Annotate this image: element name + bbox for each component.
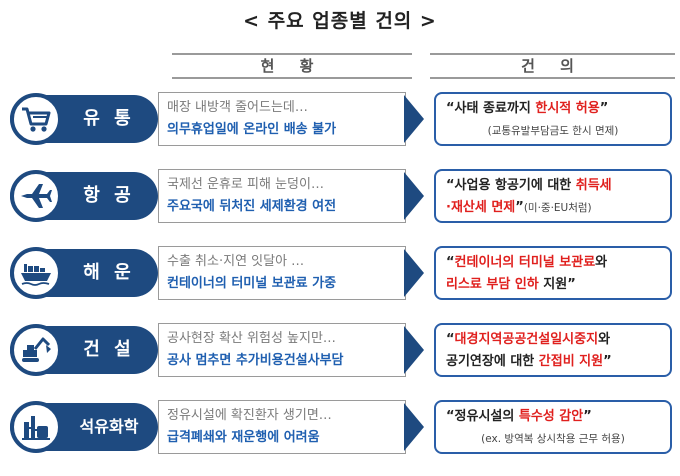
sugg-text: 공기연장에 대한 (446, 354, 539, 369)
sugg-text: “사태 종료까지 (446, 101, 536, 116)
sugg-note: (미·중·EU처럼) (523, 202, 592, 214)
refinery-icon (10, 401, 62, 453)
arrow-icon (404, 403, 424, 451)
sugg-note: (ex. 방역복 상시착용 근무 허용) (481, 433, 625, 445)
suggestion-line-2: (ex. 방역복 상시착용 근무 허용) (446, 428, 666, 450)
sugg-text: 와 (595, 255, 608, 270)
sector-badge: 해 운 (10, 247, 158, 299)
sugg-text: 지원” (538, 277, 576, 292)
shopping-cart-icon (10, 93, 62, 145)
suggestion-line-1: “사태 종료까지 한시적 허용” (446, 98, 666, 120)
suggestion-box: “사업용 항공기에 대한 취득세 ·재산세 면제”(미·중·EU처럼) (434, 169, 672, 223)
suggestion-line-1: “컨테이너의 터미널 보관료와 (446, 252, 666, 274)
airplane-icon (10, 170, 62, 222)
suggestion-box: “컨테이너의 터미널 보관료와 리스료 부담 인하 지원” (434, 246, 672, 300)
sector-badge: 건 설 (10, 324, 158, 376)
sugg-text: ” (603, 354, 612, 369)
status-column-header: 현 황 (172, 53, 412, 79)
sector-name: 건 설 (83, 339, 135, 360)
sector-row-aviation: 항 공 국제선 운휴로 피해 눈덩이… 주요국에 뒤처진 세제환경 여전 “사업… (0, 169, 680, 229)
arrow-icon (404, 249, 424, 297)
suggestion-line-2: 공기연장에 대한 간접비 지원” (446, 351, 666, 373)
status-box: 정유시설에 확진환자 생기면… 급격폐쇄와 재운행에 어려움 (158, 400, 406, 454)
status-line-1: 수출 취소·지연 잇달아 … (167, 254, 305, 269)
sugg-highlight: 간접비 지원 (538, 354, 604, 369)
sector-row-construction: 건 설 공사현장 확산 위험성 높지만… 공사 멈추면 추가비용건설사부담 “대… (0, 323, 680, 383)
sugg-text: ” (515, 200, 524, 215)
sugg-text: 와 (598, 332, 611, 347)
suggestion-line-1: “사업용 항공기에 대한 취득세 (446, 175, 666, 197)
sector-badge: 항 공 (10, 170, 158, 222)
status-line-2: 컨테이너의 터미널 보관료 가중 (167, 276, 337, 291)
status-line-2: 주요국에 뒤처진 세제환경 여전 (167, 199, 337, 214)
sugg-text: “사업용 항공기에 대한 (446, 178, 576, 193)
suggestion-box: “사태 종료까지 한시적 허용” (교통유발부담금도 한시 면제) (434, 92, 672, 146)
sugg-highlight: ·재산세 면제 (446, 200, 516, 215)
arrow-icon (404, 95, 424, 143)
sugg-highlight: 취득세 (575, 178, 612, 193)
sector-row-shipping: 해 운 수출 취소·지연 잇달아 … 컨테이너의 터미널 보관료 가중 “컨테이… (0, 246, 680, 306)
status-box: 공사현장 확산 위험성 높지만… 공사 멈추면 추가비용건설사부담 (158, 323, 406, 377)
cargo-ship-icon (10, 247, 62, 299)
sugg-text: “정유시설의 (446, 409, 519, 424)
suggestion-line-1: “정유시설의 특수성 감안” (446, 406, 666, 428)
arrow-icon (404, 326, 424, 374)
suggestion-line-2: 리스료 부담 인하 지원” (446, 274, 666, 296)
status-line-1: 공사현장 확산 위험성 높지만… (167, 331, 336, 346)
suggestion-line-2: ·재산세 면제”(미·중·EU처럼) (446, 197, 666, 219)
sugg-highlight: 특수성 감안 (518, 409, 584, 424)
status-line-2: 급격폐쇄와 재운행에 어려움 (167, 430, 320, 445)
sector-row-retail: 유 통 매장 내방객 줄어드는데… 의무휴업일에 온라인 배송 불가 “사태 종… (0, 92, 680, 152)
status-box: 수출 취소·지연 잇달아 … 컨테이너의 터미널 보관료 가중 (158, 246, 406, 300)
status-line-1: 국제선 운휴로 피해 눈덩이… (167, 177, 324, 192)
sector-row-petrochemical: 석유화학 정유시설에 확진환자 생기면… 급격폐쇄와 재운행에 어려움 “정유시… (0, 400, 680, 460)
status-box: 매장 내방객 줄어드는데… 의무휴업일에 온라인 배송 불가 (158, 92, 406, 146)
sugg-highlight: 리스료 부담 인하 (446, 277, 539, 292)
excavator-icon (10, 324, 62, 376)
sector-name: 석유화학 (79, 417, 139, 436)
sector-name: 해 운 (83, 262, 135, 283)
sugg-highlight: 한시적 허용 (535, 101, 600, 116)
sector-name: 유 통 (83, 108, 135, 129)
sugg-note: (교통유발부담금도 한시 면제) (487, 125, 619, 137)
sugg-text: ” (599, 101, 609, 116)
status-box: 국제선 운휴로 피해 눈덩이… 주요국에 뒤처진 세제환경 여전 (158, 169, 406, 223)
sugg-text: “ (446, 255, 455, 270)
arrow-icon (404, 172, 424, 220)
suggestion-box: “정유시설의 특수성 감안” (ex. 방역복 상시착용 근무 허용) (434, 400, 672, 454)
sugg-text: ” (583, 409, 592, 424)
status-line-1: 정유시설에 확진환자 생기면… (167, 408, 332, 423)
sector-badge: 유 통 (10, 93, 158, 145)
suggestion-line-1: “대경지역공공건설일시중지와 (446, 329, 666, 351)
status-line-2: 의무휴업일에 온라인 배송 불가 (167, 122, 337, 137)
sector-badge: 석유화학 (10, 401, 158, 453)
suggestion-line-2: (교통유발부담금도 한시 면제) (446, 120, 666, 142)
suggestion-box: “대경지역공공건설일시중지와 공기연장에 대한 간접비 지원” (434, 323, 672, 377)
page-title: < 주요 업종별 건의 > (243, 10, 437, 32)
sugg-highlight: 대경지역공공건설일시중지 (454, 332, 599, 347)
sugg-text: “ (446, 332, 455, 347)
sector-name: 항 공 (83, 185, 135, 206)
suggestion-column-header: 건 의 (430, 53, 675, 79)
sugg-highlight: 컨테이너의 터미널 보관료 (454, 255, 596, 270)
status-line-1: 매장 내방객 줄어드는데… (167, 100, 308, 115)
status-line-2: 공사 멈추면 추가비용건설사부담 (167, 353, 344, 368)
